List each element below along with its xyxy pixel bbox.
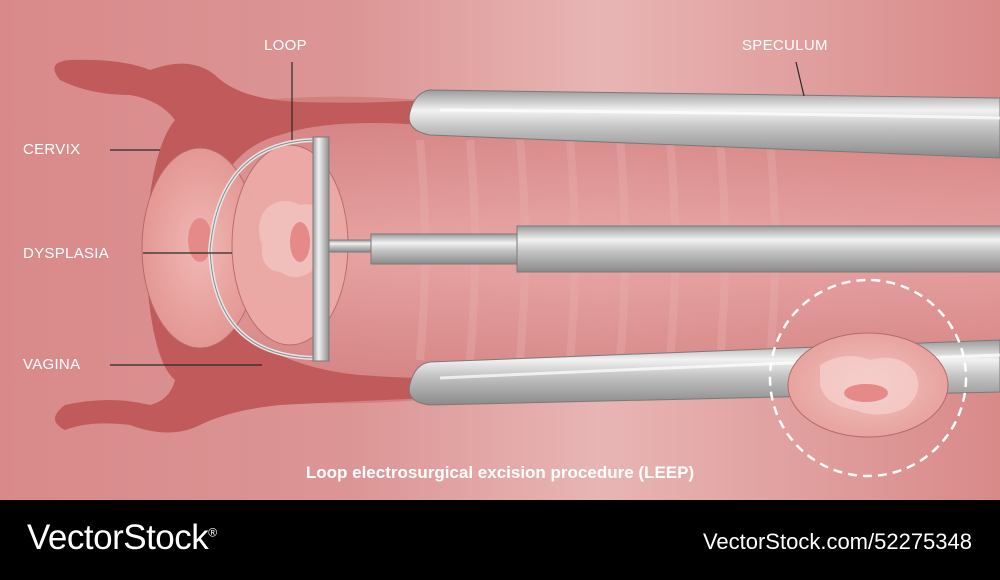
leader-lines (110, 61, 805, 366)
label-speculum: SPECULUM (742, 37, 828, 54)
loop-shaft-mid (370, 233, 518, 265)
label-dysplasia: DYSPLASIA (23, 245, 110, 262)
brand-logo: VectorStock® (27, 518, 217, 558)
dysplasia-lesion (188, 218, 212, 262)
leep-diagram (0, 0, 1000, 500)
loop-shaft-thin (328, 239, 372, 253)
zoom-circle (768, 278, 968, 478)
loop-crossbar (312, 136, 330, 362)
diagram-caption: Loop electrosurgical excision procedure … (305, 463, 695, 482)
brand-mark: ® (208, 525, 217, 540)
stock-id: VectorStock.com/52275348 (702, 529, 972, 554)
label-loop: LOOP (264, 37, 307, 54)
label-cervix: CERVIX (23, 141, 81, 158)
brand-name: VectorStock (27, 518, 209, 557)
watermark-footer: VectorStock® VectorStock.com/52275348 (0, 500, 1000, 580)
label-vagina: VAGINA (23, 356, 81, 373)
loop-handle (516, 225, 1000, 273)
vaginal-wall (54, 59, 430, 433)
speculum-upper-blade (408, 89, 1000, 159)
